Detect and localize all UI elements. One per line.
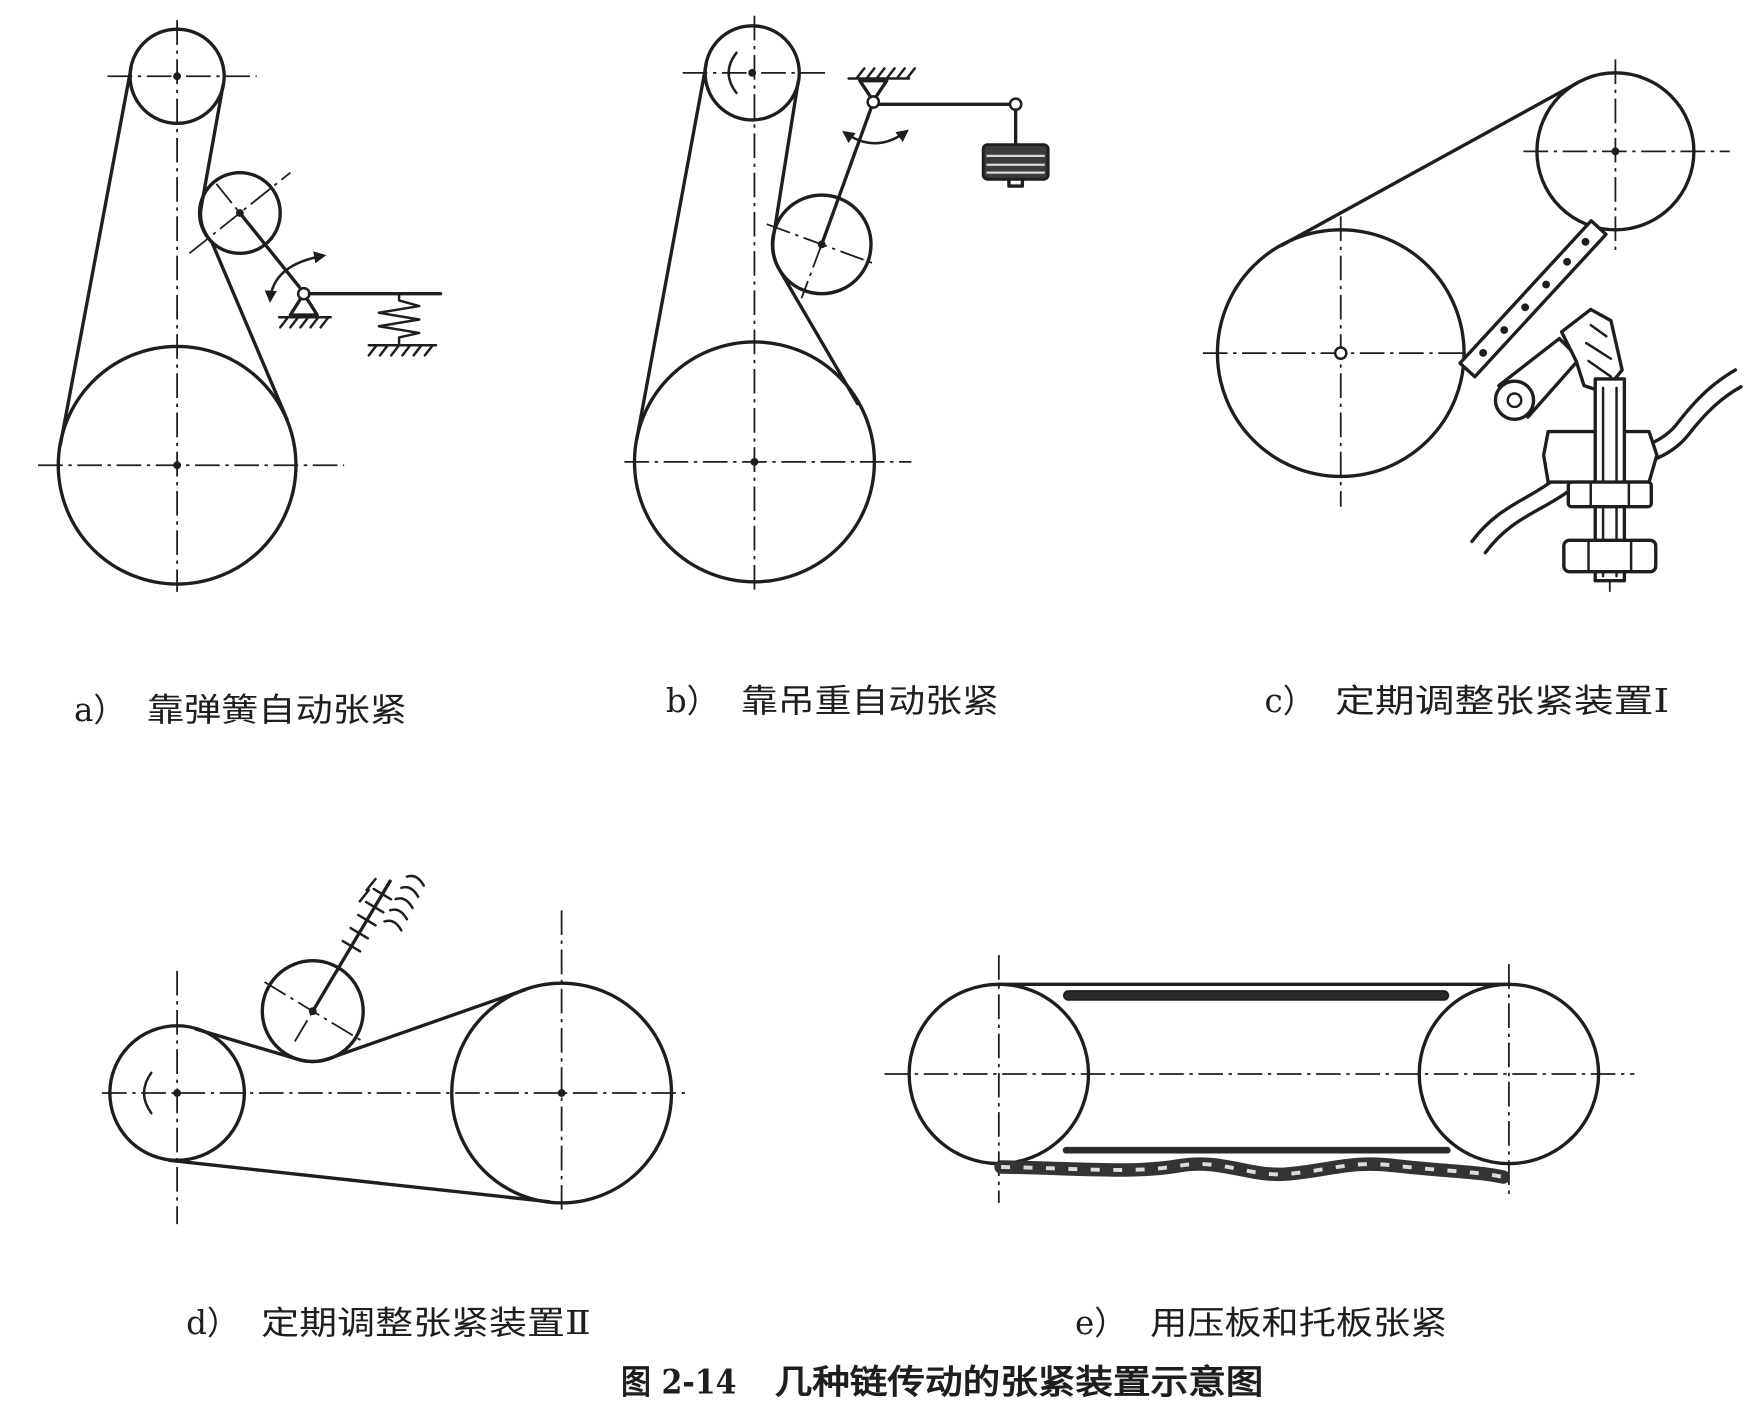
chain-lower-span <box>167 1158 551 1204</box>
panel-label-c: c） <box>1265 682 1316 720</box>
panel-c-adjustable-tensioner-1 <box>1202 59 1743 592</box>
pivot-support <box>858 79 889 103</box>
weight-foot <box>1007 177 1025 188</box>
figure-caption: 图 2-14 几种链传动的张紧装置示意图 <box>621 1361 1263 1401</box>
small-sprocket <box>1535 71 1696 232</box>
swing-lever <box>820 100 875 247</box>
chain-link-pin <box>1479 348 1488 357</box>
caption-e: e） 用压板和托板张紧 <box>1075 1304 1447 1342</box>
chain-link-pin <box>1563 257 1572 266</box>
caption-b: b） 靠吊重自动张紧 <box>666 682 999 720</box>
caption-c: c） 定期调整张紧装置Ⅰ <box>1265 682 1670 720</box>
chain-link-pattern <box>1001 1162 1504 1180</box>
small-sprocket-center <box>1611 147 1620 156</box>
large-sprocket-center <box>557 1089 566 1097</box>
upper-nut-faces <box>1589 481 1631 507</box>
figure-title: 几种链传动的张紧装置示意图 <box>775 1361 1264 1401</box>
panel-caption-d: 定期调整张紧装置Ⅱ <box>261 1304 591 1342</box>
small-sprocket-center <box>173 1089 182 1097</box>
rotation-direction-mark <box>142 1071 153 1115</box>
spring-ground-hatching <box>367 344 438 357</box>
panel-label-b: b） <box>666 682 719 720</box>
caption-a: a） 靠弹簧自动张紧 <box>74 691 407 729</box>
panel-label-a: a） <box>74 691 126 729</box>
large-sprocket-center <box>173 461 182 470</box>
upper-nut <box>1566 480 1653 509</box>
tension-spring <box>377 292 421 346</box>
large-sprocket <box>1215 228 1466 479</box>
chain-link-pin <box>1500 326 1509 334</box>
large-sprocket-center <box>750 457 759 466</box>
chain-link-pin <box>1542 280 1551 289</box>
small-sprocket-center <box>173 72 182 81</box>
chain-link-pins <box>1479 237 1590 357</box>
panel-e-plate-tensioner <box>884 955 1635 1203</box>
chain-link-pin <box>1521 303 1530 312</box>
pivot-pin <box>866 95 881 109</box>
pivot-support <box>288 292 319 317</box>
clamp-hatching <box>1585 323 1613 378</box>
chain-left-span <box>58 65 133 446</box>
caption-d: d） 定期调整张紧装置Ⅱ <box>186 1304 591 1342</box>
centerlines <box>101 910 688 1225</box>
idler-sprocket <box>197 170 282 256</box>
swing-direction-arrow <box>264 251 327 303</box>
chain-upper-span <box>1279 81 1579 248</box>
panel-caption-e: 用压板和托板张紧 <box>1150 1304 1447 1342</box>
panel-a-spring-tensioner <box>38 20 443 592</box>
panel-caption-a: 靠弹簧自动张紧 <box>147 691 407 729</box>
roller-pin <box>1506 392 1523 409</box>
weight-plate-lines <box>986 154 1045 174</box>
centerlines <box>1202 59 1730 592</box>
figure-number: 图 2-14 <box>621 1361 736 1401</box>
screw-bracket-hatching <box>358 874 425 932</box>
chain-link-pin <box>1581 237 1590 246</box>
small-sprocket-center <box>748 68 757 77</box>
panel-caption-c: 定期调整张紧装置Ⅰ <box>1335 682 1669 720</box>
swing-arm <box>238 211 301 289</box>
swing-direction-arrow <box>842 129 909 145</box>
lower-nut-faces <box>1587 540 1633 572</box>
panel-label-e: e） <box>1075 1304 1127 1342</box>
lower-nut <box>1562 538 1658 574</box>
hanging-weight <box>981 143 1050 181</box>
chain-upper-span <box>194 988 527 1064</box>
large-sprocket-center <box>1333 346 1348 360</box>
ceiling-hatching <box>847 67 916 80</box>
panel-b-weight-tensioner <box>624 15 1050 591</box>
screw-threads <box>341 887 393 953</box>
idler-sprocket <box>770 193 873 296</box>
panel-d-adjustable-tensioner-2 <box>101 874 688 1225</box>
large-sprocket <box>56 344 298 586</box>
ground-hatching <box>277 316 332 329</box>
large-sprocket <box>450 981 674 1205</box>
large-sprocket <box>632 340 877 584</box>
panel-label-d: d） <box>186 1304 239 1342</box>
panel-caption-b: 靠吊重自动张紧 <box>741 682 999 720</box>
centerlines <box>38 20 345 592</box>
chain-left-span <box>635 62 708 442</box>
press-plate <box>1063 990 1450 1001</box>
rotation-direction-mark <box>727 51 738 95</box>
